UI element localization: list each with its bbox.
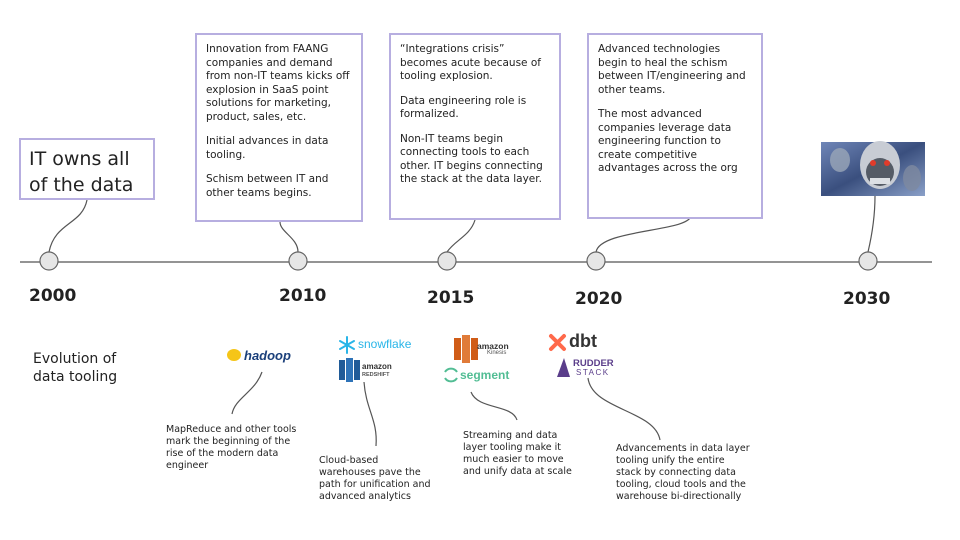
box-2010-para-1: Innovation from FAANG companies and dema…	[206, 43, 350, 123]
box-2000: IT owns all of the data	[19, 138, 155, 200]
amazon-kinesis-icon	[454, 335, 478, 363]
box-2015: “Integrations crisis” becomes acute beca…	[389, 33, 561, 220]
node-2000	[39, 251, 59, 271]
evolution-label: Evolution of data tooling	[33, 351, 118, 385]
note-connector-2010	[363, 381, 377, 447]
note-connector-2015	[470, 391, 518, 421]
box-2010-para-3: Schism between IT and other teams begins…	[206, 173, 329, 199]
dbt-icon	[549, 334, 566, 351]
snowflake-logo: snowflake	[358, 337, 412, 351]
year-2015: 2015	[427, 288, 475, 308]
note-connector-2000	[231, 371, 263, 415]
box-2000-text: IT owns all of the data	[29, 148, 134, 196]
connector-2010	[279, 221, 299, 253]
box-2020: Advanced technologies begin to heal the …	[587, 33, 763, 219]
rudderstack-rudder: RUDDER	[573, 358, 614, 369]
rudderstack-icon	[557, 358, 570, 377]
amazon-redshift-icon	[339, 358, 360, 382]
connector-2030	[867, 195, 876, 253]
node-2020	[586, 251, 606, 271]
node-2015	[437, 251, 457, 271]
note-2015: Streaming and data layer tooling make it…	[463, 430, 572, 477]
amazon-kinesis-label: Kinesis	[487, 350, 507, 356]
node-2010	[288, 251, 308, 271]
box-2020-para-2: The most advanced companies leverage dat…	[598, 108, 738, 174]
box-2010-para-2: Initial advances in data tooling.	[206, 135, 329, 161]
year-2020: 2020	[575, 289, 623, 309]
note-2000: MapReduce and other tools mark the begin…	[166, 424, 297, 471]
amazon-redshift-amazon: amazon	[362, 362, 392, 371]
box-2015-para-1: “Integrations crisis” becomes acute beca…	[400, 43, 541, 82]
box-2010: Innovation from FAANG companies and dema…	[195, 33, 363, 222]
hadoop-logo: hadoop	[244, 348, 291, 363]
dbt-logo: dbt	[569, 331, 597, 351]
robot-image	[821, 141, 925, 196]
year-2000: 2000	[29, 286, 77, 306]
year-2030: 2030	[843, 289, 891, 309]
note-2020: Advancements in data layer tooling unify…	[616, 443, 750, 502]
connector-2020	[595, 217, 691, 253]
segment-icon	[444, 367, 458, 383]
amazon-redshift-label: REDSHIFT	[362, 372, 390, 378]
box-2015-para-3: Non-IT teams begin connecting tools to e…	[400, 132, 543, 186]
box-2020-para-1: Advanced technologies begin to heal the …	[598, 43, 746, 96]
node-2030	[858, 251, 878, 271]
segment-logo: segment	[460, 368, 510, 382]
hadoop-elephant-icon	[227, 349, 241, 361]
note-connector-2020	[587, 377, 661, 441]
note-2010: Cloud-based warehouses pave the path for…	[319, 455, 431, 502]
connector-2015	[446, 219, 476, 253]
connector-2000	[48, 199, 88, 253]
box-2015-para-2: Data engineering role is formalized.	[400, 94, 527, 121]
rudderstack-stack: STACK	[576, 368, 610, 377]
snowflake-icon	[339, 336, 355, 354]
year-2010: 2010	[279, 286, 327, 306]
amazon-kinesis-amazon: amazon	[477, 341, 509, 351]
